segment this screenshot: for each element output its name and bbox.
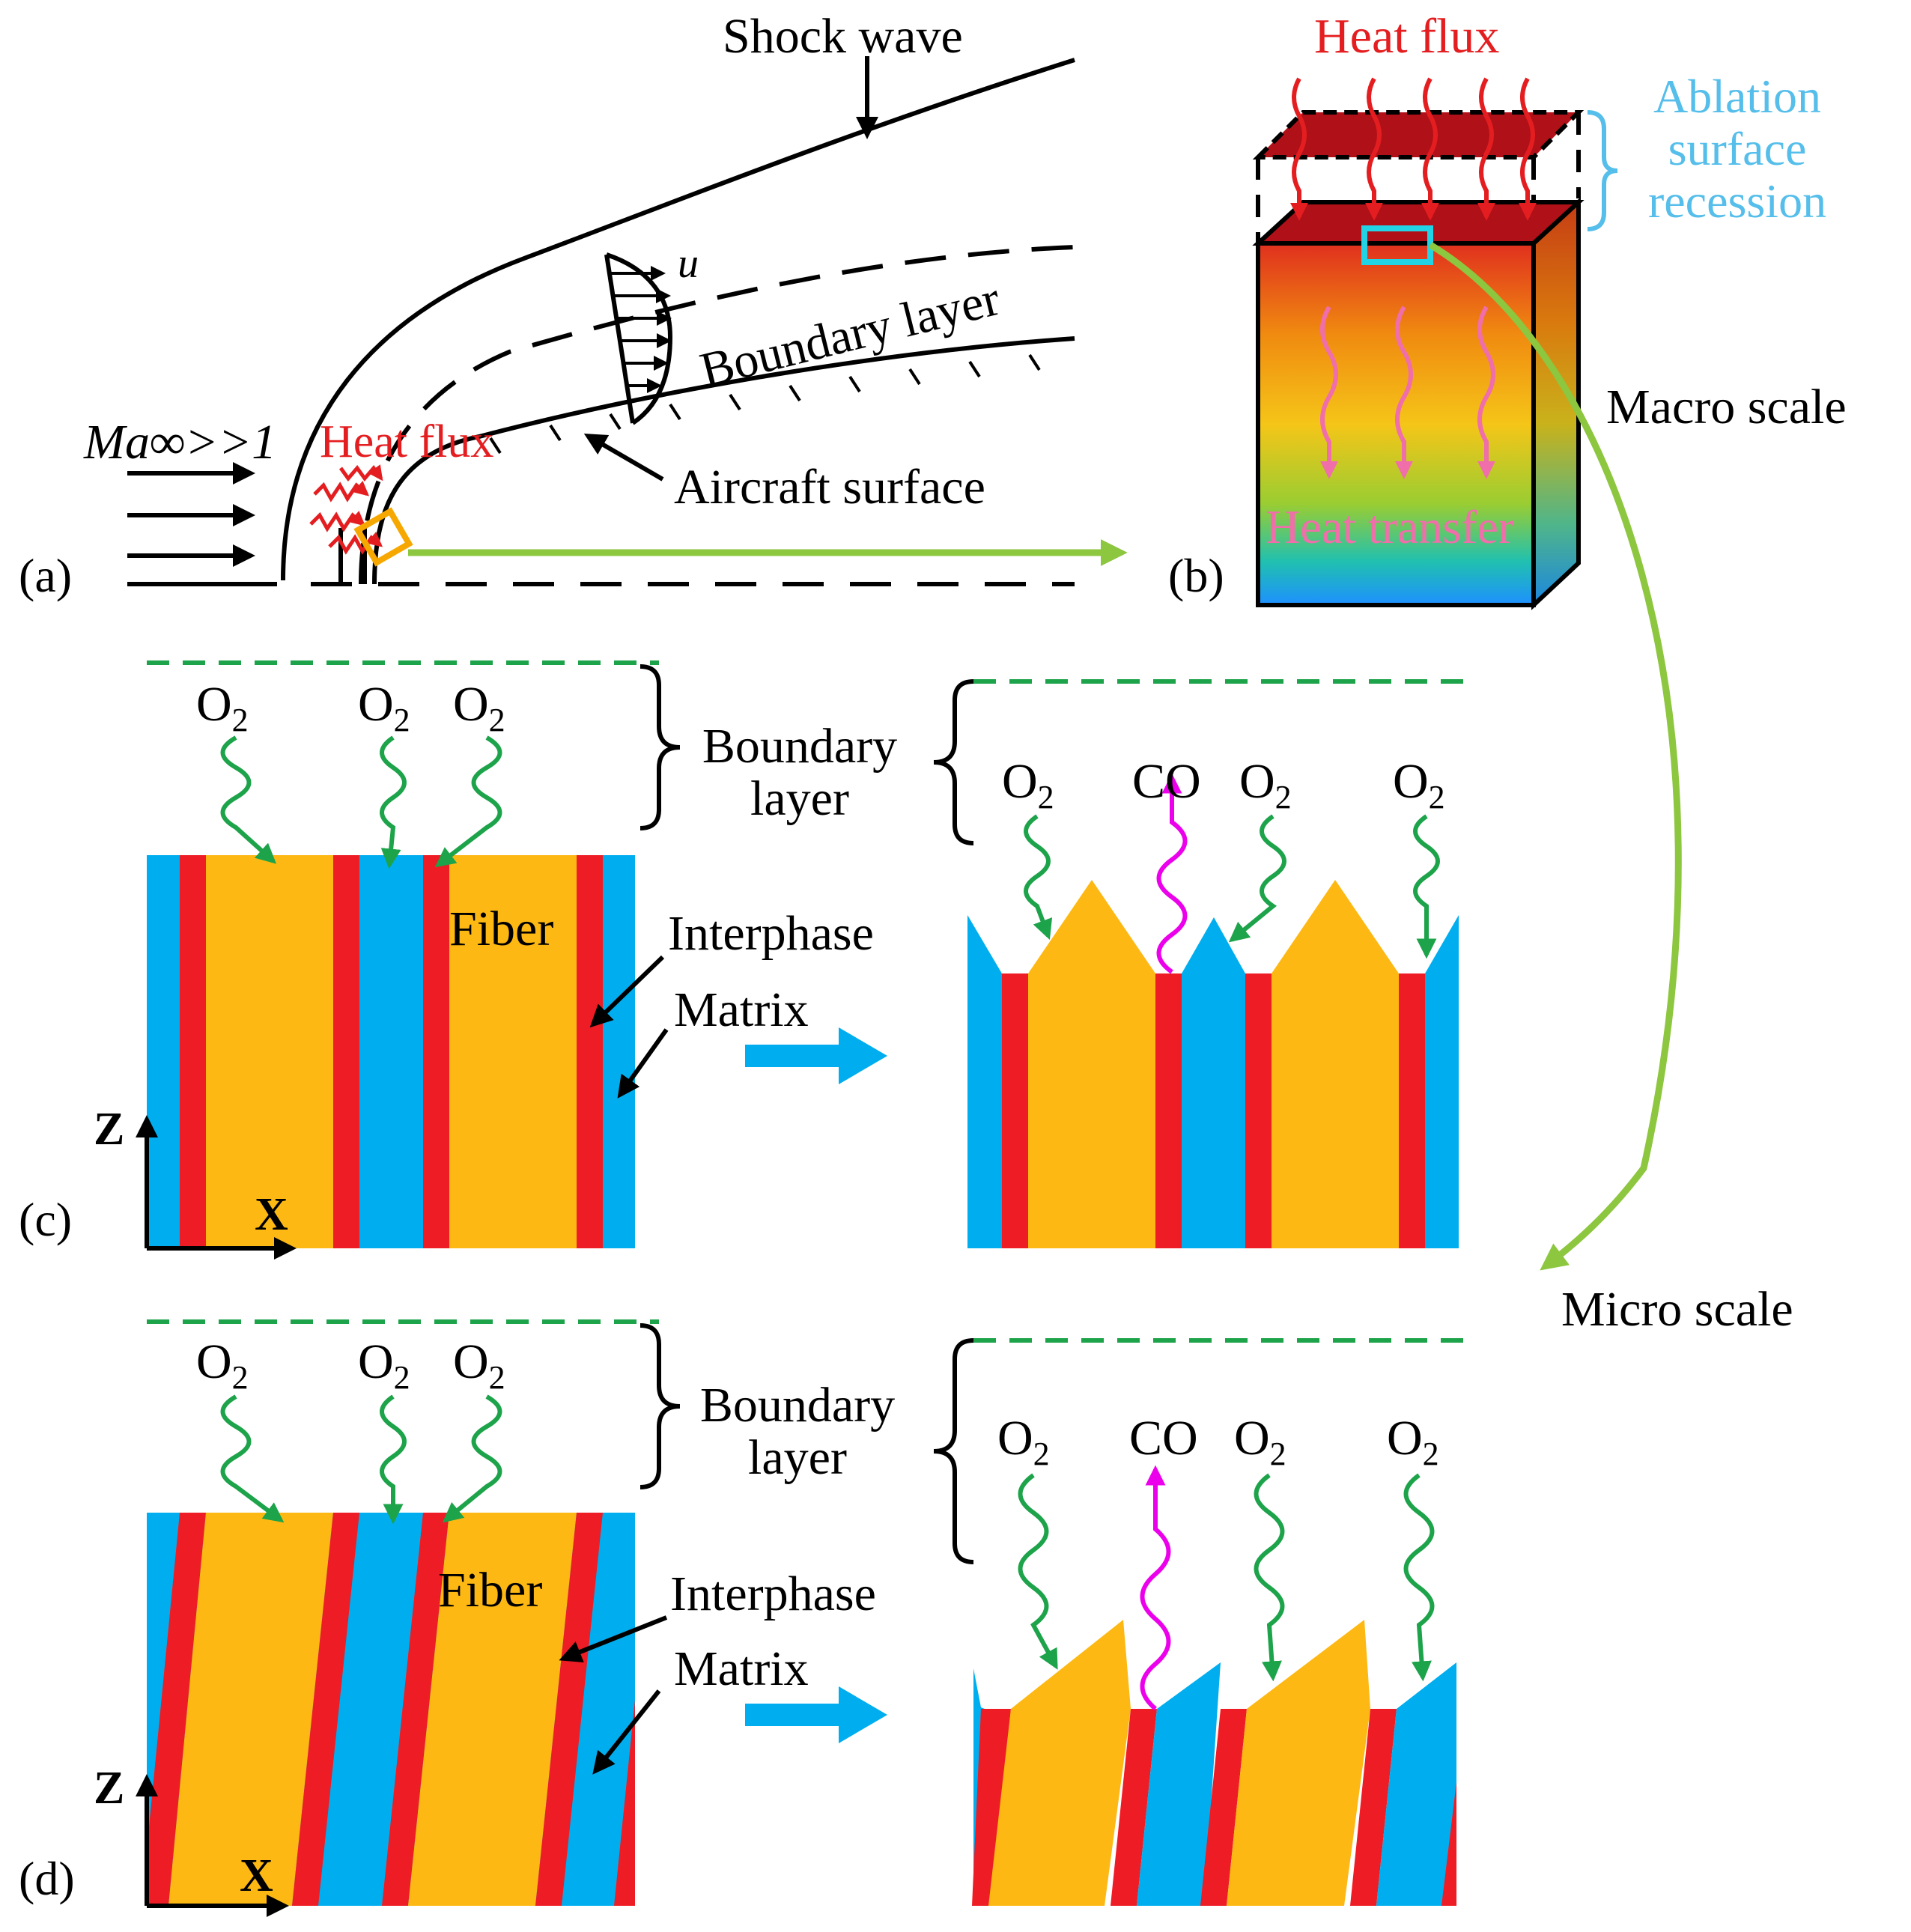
o2-label: O2 (997, 1411, 1050, 1472)
svg-text:O2: O2 (1002, 754, 1054, 815)
fiber-label-c: Fiber (449, 902, 553, 956)
ablation-label-line1: Ablation (1653, 70, 1821, 123)
co-arrow-d (1140, 1465, 1171, 1711)
axes-c (136, 1115, 297, 1260)
matrix-label-c: Matrix (674, 982, 809, 1037)
co-arrow-c (1156, 773, 1188, 974)
macro-to-micro-arrow (1428, 242, 1682, 1271)
o2-label: O2 (1002, 754, 1054, 815)
o2-arrows-c-left (220, 735, 502, 869)
svg-text:O2: O2 (196, 677, 249, 738)
mach-label: Ma∞>>1 (83, 415, 276, 470)
boundary-layer-label-d-line1: Boundary (700, 1378, 895, 1433)
o2-label: O2 (1239, 754, 1292, 815)
heat-flux-label-b: Heat flux (1314, 9, 1499, 64)
boundary-layer-label-c-line1: Boundary (702, 719, 897, 774)
micro-scale-label: Micro scale (1561, 1282, 1793, 1337)
transform-arrow-c (745, 1027, 887, 1084)
heat-flux-arrows-b (1290, 77, 1537, 221)
o2-label: O2 (196, 1334, 249, 1396)
matrix-pointer-c (617, 1028, 669, 1099)
o2-label: O2 (358, 677, 410, 738)
aircraft-surface-curve (372, 336, 1075, 585)
panel-d: O2 O2 O2 Boundary layer Fiber Interphase… (19, 1319, 1468, 1917)
panel-a-label: (a) (19, 549, 72, 602)
aircraft-surface-label: Aircraft surface (674, 460, 985, 514)
macro-scale-label: Macro scale (1606, 380, 1847, 434)
boundary-layer-label-d-line2: layer (748, 1430, 847, 1485)
heat-transfer-arrows (1320, 306, 1495, 479)
panel-b: Heat flux Ablation surface recession Hea… (1168, 9, 1847, 1337)
boundary-brace-d-left (639, 1323, 681, 1489)
interphase-pointer-d (559, 1615, 668, 1663)
boundary-layer-label-c-line2: layer (750, 771, 849, 826)
co-label-d: CO (1129, 1411, 1198, 1465)
shock-wave-label: Shock wave (723, 9, 963, 64)
panel-c-label: (c) (19, 1193, 72, 1246)
o2-label: O2 (196, 677, 249, 738)
boundary-layer-dashed-curve (359, 245, 1075, 585)
svg-text:O2: O2 (997, 1411, 1050, 1472)
z-axis-label-d: Z (94, 1763, 124, 1814)
composite-vertical-ablated (967, 880, 1459, 1248)
block-top-face (1252, 200, 1585, 246)
ablated-top-face (1258, 112, 1579, 157)
shock-wave-curve (281, 58, 1075, 581)
heat-flux-label-a: Heat flux (320, 416, 493, 467)
svg-text:O2: O2 (453, 677, 505, 738)
freestream-arrows (127, 462, 255, 567)
x-axis-label-d: X (240, 1850, 273, 1901)
interphase-label-c: Interphase (668, 906, 874, 961)
matrix-pointer-d (592, 1689, 661, 1775)
panel-c: O2 O2 O2 Boundary layer Fiber Interphase… (19, 660, 1468, 1260)
velocity-label: u (678, 240, 699, 287)
axes-d (136, 1774, 289, 1917)
o2-label: O2 (453, 677, 505, 738)
co-label-c: CO (1132, 754, 1201, 809)
svg-text:O2: O2 (1239, 754, 1292, 815)
boundary-brace-c-left (639, 664, 681, 830)
surface-highlight-box (353, 507, 413, 567)
boundary-brace-c-right (933, 679, 974, 845)
svg-text:O2: O2 (358, 1334, 410, 1396)
z-axis-label-c: Z (94, 1104, 124, 1155)
transform-arrow-d (745, 1686, 887, 1743)
x-axis-label-c: X (255, 1189, 288, 1240)
o2-arrows-d-right (1018, 1473, 1435, 1682)
ablation-label-line3: recession (1648, 174, 1826, 228)
matrix-label-d: Matrix (674, 1641, 809, 1696)
o2-arrows-d-left (220, 1394, 502, 1525)
svg-text:O2: O2 (1393, 754, 1445, 815)
heat-transfer-label: Heat transfer (1266, 500, 1514, 553)
panel-b-label: (b) (1168, 549, 1224, 602)
svg-text:O2: O2 (453, 1334, 505, 1396)
surface-hatching (489, 353, 1041, 455)
svg-text:O2: O2 (1387, 1411, 1439, 1472)
o2-label: O2 (453, 1334, 505, 1396)
o2-arrows-c-right (1024, 814, 1440, 959)
boundary-brace-d-right (933, 1338, 974, 1564)
o2-label: O2 (1393, 754, 1445, 815)
o2-label: O2 (358, 1334, 410, 1396)
panel-a: u Shock wave Boundary layer Ma∞>>1 Heat … (19, 9, 1128, 602)
heat-flux-squiggles (309, 464, 383, 555)
composite-vertical-left (147, 855, 635, 1248)
svg-text:O2: O2 (196, 1334, 249, 1396)
interphase-label-d: Interphase (670, 1567, 876, 1621)
fiber-label-d: Fiber (438, 1563, 542, 1617)
composite-inclined-left (147, 1513, 635, 1906)
svg-text:O2: O2 (358, 677, 410, 738)
svg-text:O2: O2 (1234, 1411, 1286, 1472)
o2-label: O2 (1234, 1411, 1286, 1472)
velocity-profile (604, 252, 673, 425)
o2-label: O2 (1387, 1411, 1439, 1472)
interphase-pointer-c (589, 955, 665, 1028)
aircraft-surface-pointer (583, 433, 664, 482)
composite-inclined-ablated (972, 1620, 1456, 1906)
recession-brace (1587, 110, 1618, 231)
panel-d-label: (d) (19, 1852, 75, 1905)
ablation-label-line2: surface (1668, 122, 1807, 175)
